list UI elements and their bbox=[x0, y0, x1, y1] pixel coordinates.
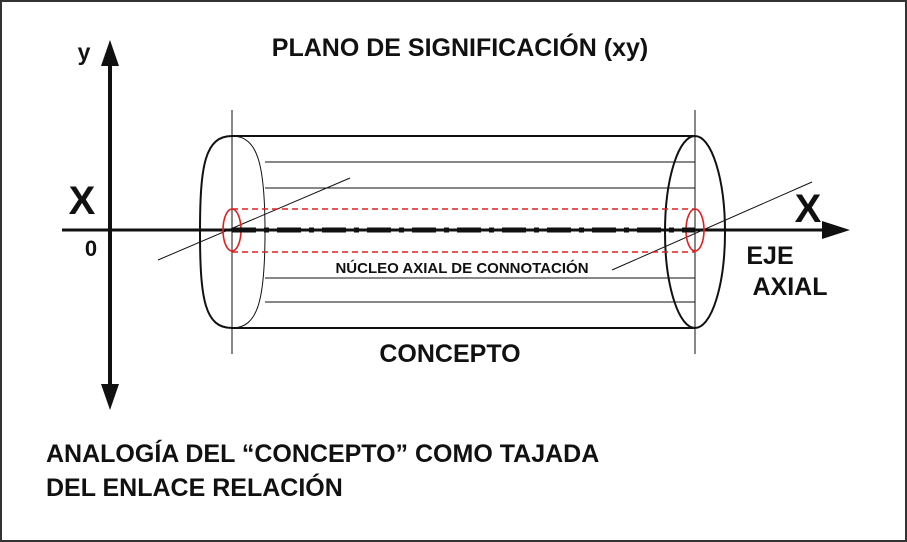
x-axis bbox=[62, 221, 850, 239]
y-axis-up-arrow bbox=[101, 40, 119, 66]
core-label: NÚCLEO AXIAL DE CONNOTACIÓN bbox=[335, 259, 588, 277]
y-axis-down-arrow bbox=[101, 384, 119, 410]
y-axis bbox=[101, 40, 119, 410]
diagram-title: PLANO DE SIGNIFICACIÓN (xy) bbox=[272, 32, 648, 62]
caption-line2: DEL ENLACE RELACIÓN bbox=[46, 472, 343, 502]
x-axis-arrow bbox=[822, 221, 850, 239]
y-axis-label: y bbox=[78, 39, 91, 65]
cylinder-label: CONCEPTO bbox=[379, 340, 520, 368]
origin-label: 0 bbox=[85, 236, 97, 261]
x-axis-label-left: X bbox=[69, 179, 96, 223]
axial-axis-label-line1: EJE bbox=[746, 242, 793, 270]
axial-axis-label-line2: AXIAL bbox=[753, 273, 828, 301]
x-axis-label-right: X bbox=[795, 187, 822, 231]
caption-line1: ANALOGÍA DEL “CONCEPTO” COMO TAJADA bbox=[46, 439, 599, 468]
concept-cylinder bbox=[157, 110, 813, 354]
